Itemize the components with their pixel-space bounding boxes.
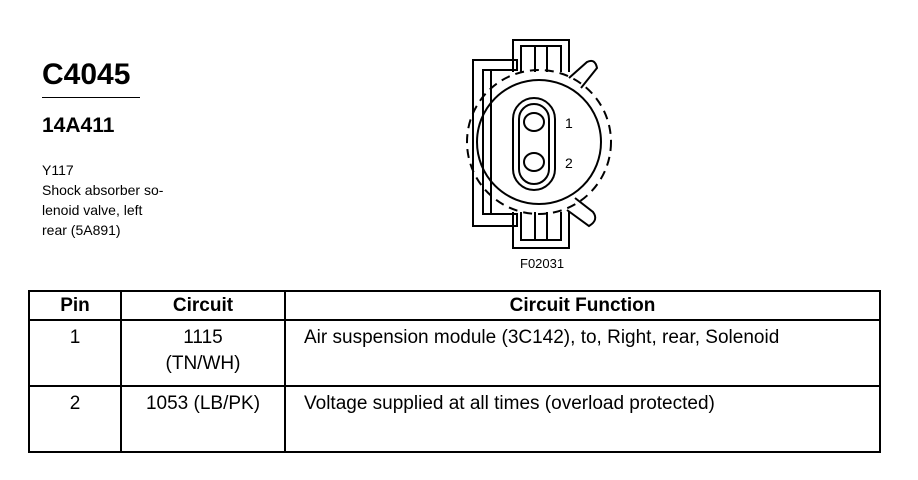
connector-dashed-ring <box>466 69 612 215</box>
pin-cell: 2 <box>28 385 122 453</box>
pinout-table: Pin Circuit Circuit Function 1 1115 (TN/… <box>28 290 881 453</box>
description-line: Shock absorber so- <box>42 182 164 198</box>
header-circuit: Circuit <box>120 290 286 321</box>
terminal-carrier-inner <box>518 103 550 185</box>
circuit-color: (TN/WH) <box>165 353 241 374</box>
connector-description: Y117 Shock absorber so- lenoid valve, le… <box>42 160 163 240</box>
connector-diagram: 1 2 <box>466 39 612 249</box>
connector-body <box>476 79 602 205</box>
pin-1-cavity <box>523 112 545 132</box>
table-row: 2 1053 (LB/PK) Voltage supplied at all t… <box>28 385 881 453</box>
header-circuit-function: Circuit Function <box>284 290 881 321</box>
title-underline <box>42 97 140 98</box>
description-line: Y117 <box>42 162 74 178</box>
pin-2-cavity <box>523 152 545 172</box>
side-tab-lower <box>566 197 597 228</box>
top-latch <box>512 39 570 72</box>
part-number: 14A411 <box>42 114 115 137</box>
description-line: rear (5A891) <box>42 222 121 238</box>
table-row: 1 1115 (TN/WH) Air suspension module (3C… <box>28 319 881 387</box>
circuit-cell: 1115 (TN/WH) <box>120 319 286 387</box>
circuit-number: 1053 (LB/PK) <box>145 393 261 414</box>
connector-id: C4045 <box>42 58 131 91</box>
circuit-cell: 1053 (LB/PK) <box>120 385 286 453</box>
table-header-row: Pin Circuit Circuit Function <box>28 290 881 321</box>
pin-cell: 1 <box>28 319 122 387</box>
pin-2-label: 2 <box>565 155 573 171</box>
header-pin: Pin <box>28 290 122 321</box>
bottom-latch <box>512 212 570 249</box>
function-cell: Voltage supplied at all times (overload … <box>284 385 881 453</box>
terminal-carrier-outer <box>512 97 556 191</box>
pin-1-label: 1 <box>565 115 573 131</box>
side-tab-upper <box>568 59 599 89</box>
circuit-number: 1115 <box>183 327 223 348</box>
figure-id: F02031 <box>520 256 565 271</box>
description-line: lenoid valve, left <box>42 202 143 218</box>
housing-frame <box>472 59 518 227</box>
function-cell: Air suspension module (3C142), to, Right… <box>284 319 881 387</box>
